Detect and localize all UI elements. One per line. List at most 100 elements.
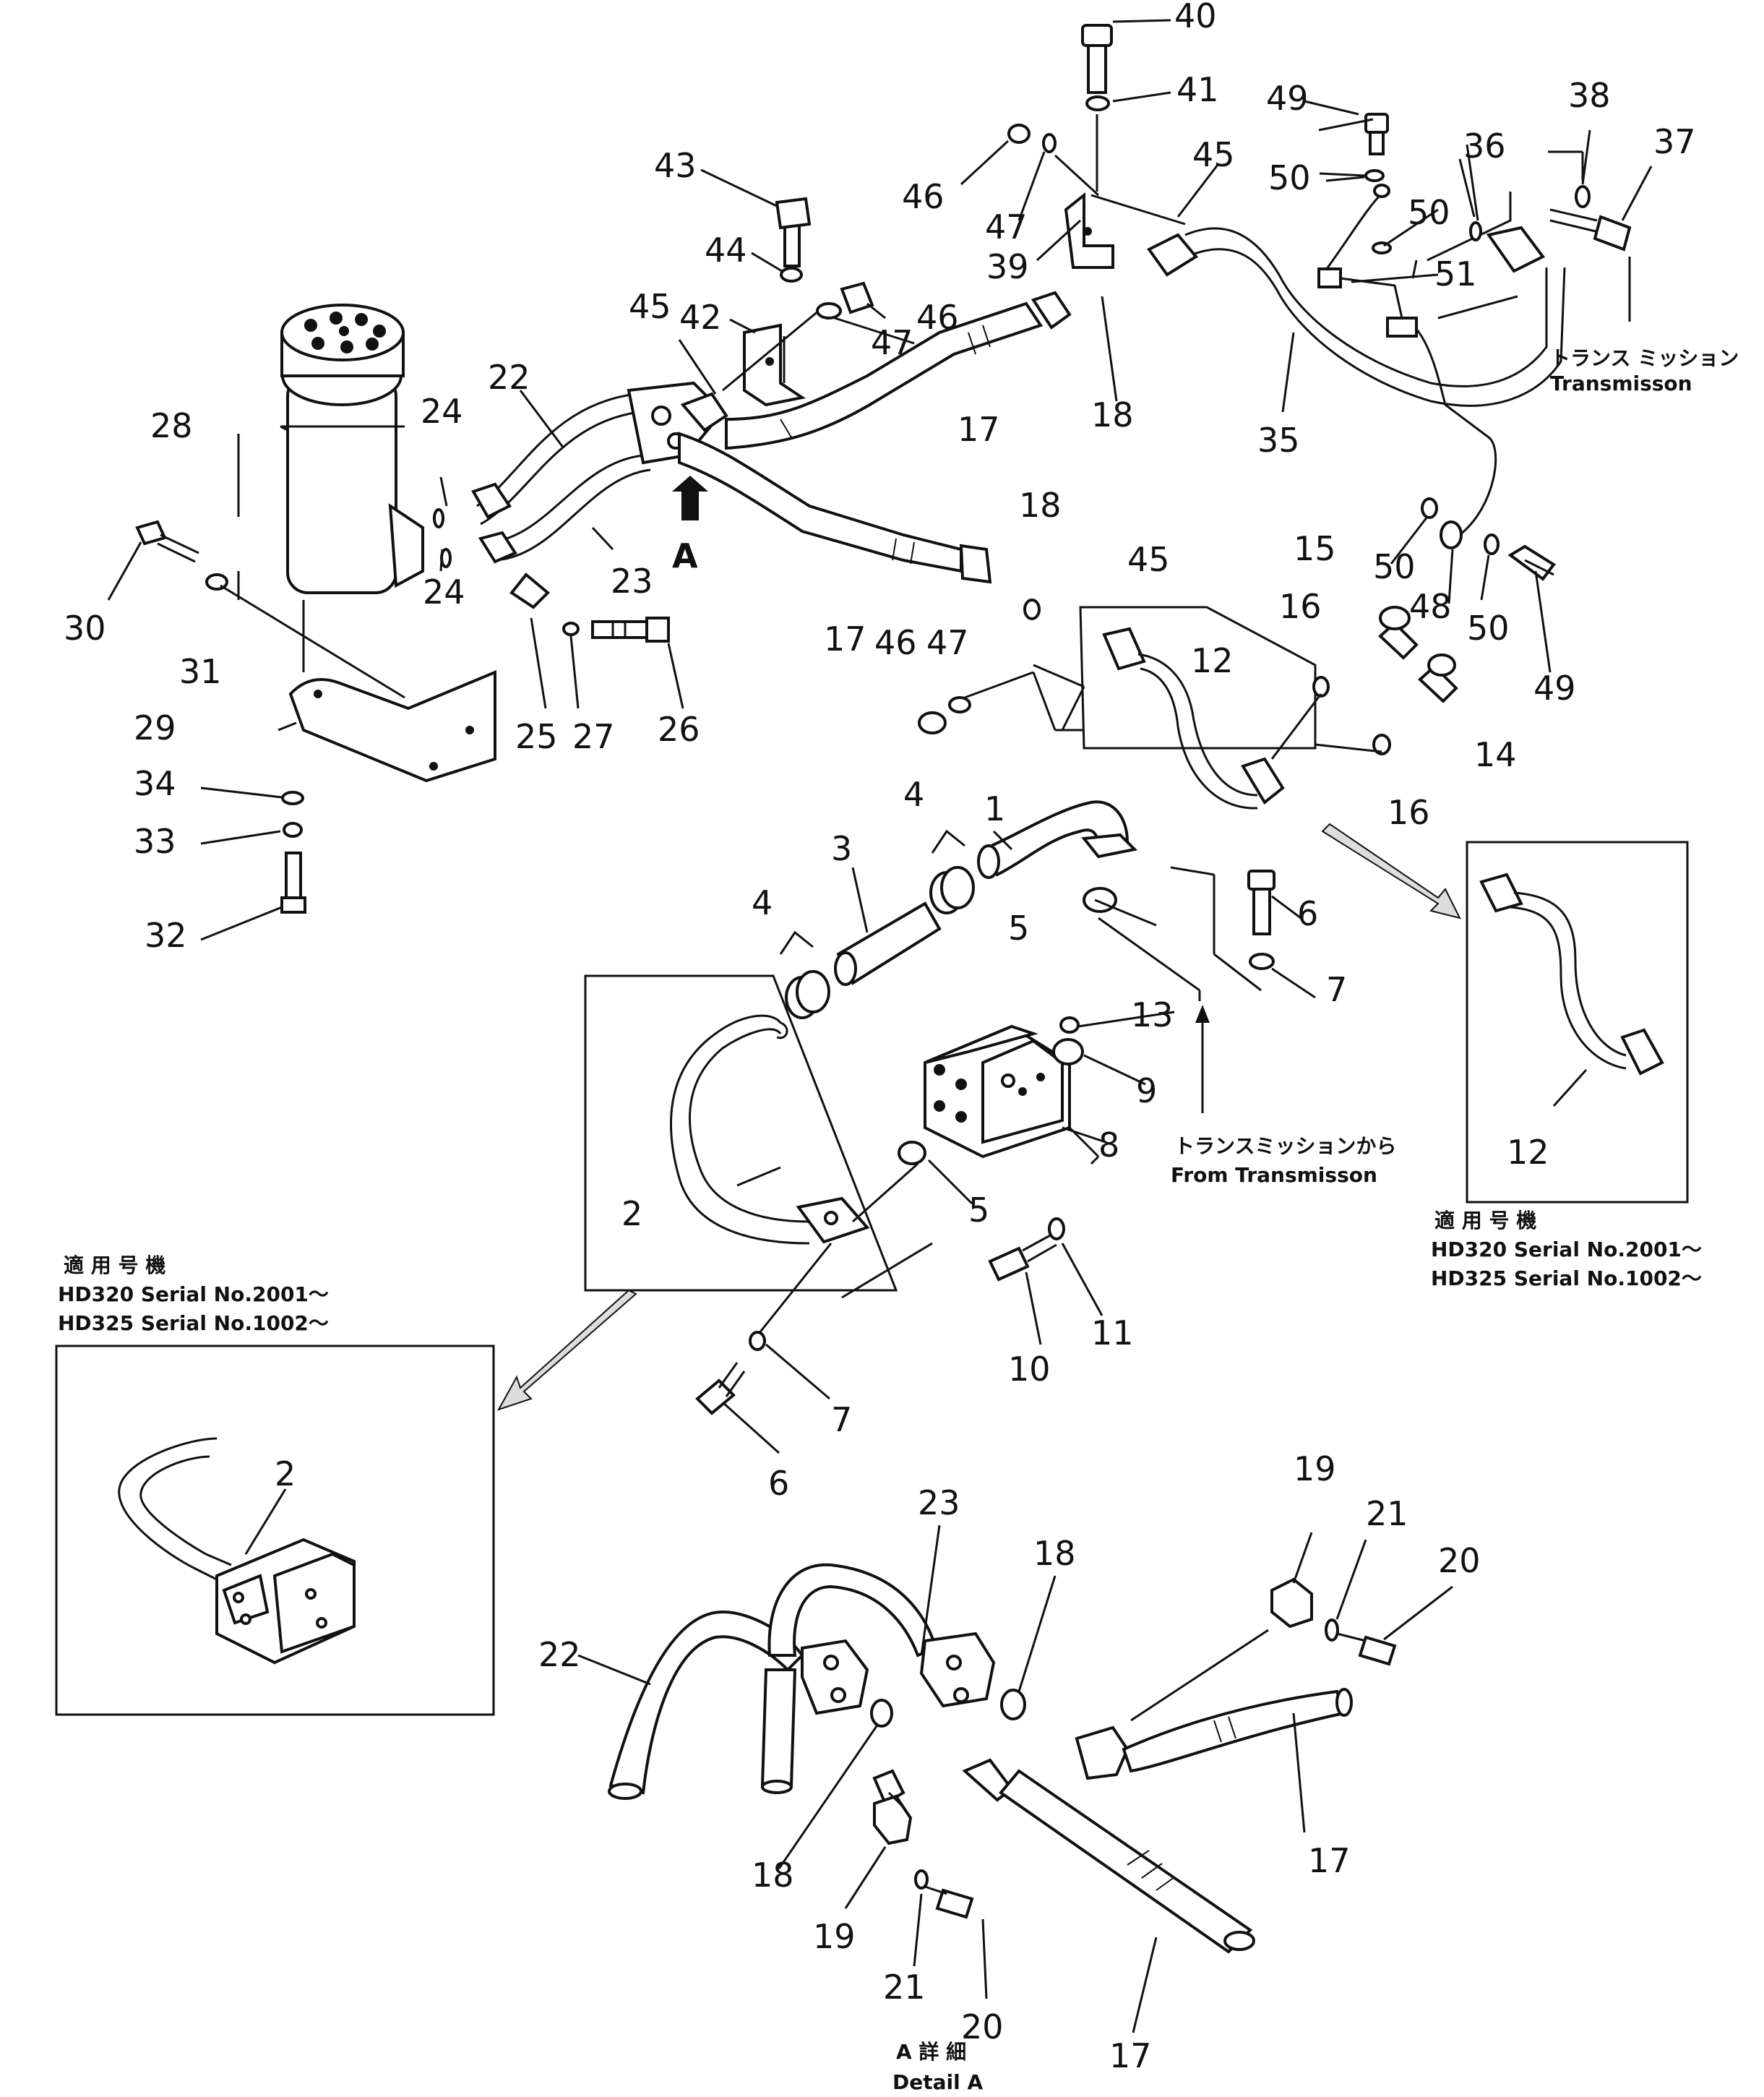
callout-50: 50 bbox=[1373, 547, 1416, 586]
filter-28 bbox=[280, 304, 424, 594]
inset-box-pipe-12 bbox=[1466, 841, 1689, 1204]
callout-38: 38 bbox=[1568, 76, 1611, 115]
callout-29: 29 bbox=[134, 708, 176, 747]
callout-43: 43 bbox=[654, 146, 697, 185]
hatched-arrow-right bbox=[1321, 823, 1461, 919]
callout-3: 3 bbox=[831, 829, 852, 868]
callout-12: 12 bbox=[1507, 1133, 1549, 1172]
callout-5: 5 bbox=[1008, 909, 1029, 948]
callout-47: 47 bbox=[985, 207, 1028, 246]
bolts-upper-right bbox=[1364, 113, 1632, 254]
callout-30: 30 bbox=[64, 609, 106, 648]
elbow-1 bbox=[977, 800, 1138, 879]
bolt-6-washer-7 bbox=[1170, 866, 1275, 992]
callout-19: 19 bbox=[1294, 1449, 1336, 1488]
from-transmission-en: From Transmisson bbox=[1171, 1163, 1377, 1187]
callout-22: 22 bbox=[488, 358, 530, 397]
nut-46-washer-47-mid bbox=[918, 599, 1084, 734]
callout-23: 23 bbox=[611, 562, 653, 601]
callout-27: 27 bbox=[572, 717, 615, 756]
view-arrow-a bbox=[672, 476, 708, 520]
callout-42: 42 bbox=[679, 298, 722, 337]
inset-box-left-pump bbox=[55, 1345, 495, 1716]
callout-12: 12 bbox=[1191, 641, 1234, 680]
callout-31: 31 bbox=[179, 652, 222, 691]
pipes-22-23 bbox=[433, 393, 670, 643]
callout-25: 25 bbox=[515, 717, 558, 756]
callout-19: 19 bbox=[813, 1917, 856, 1956]
callout-17: 17 bbox=[824, 619, 866, 659]
callout-48: 48 bbox=[1409, 587, 1452, 626]
callout-47: 47 bbox=[871, 323, 913, 362]
to-transmission-en: Transmisson bbox=[1550, 372, 1692, 395]
callout-6: 6 bbox=[1297, 894, 1318, 933]
callout-A: A bbox=[672, 536, 698, 575]
callout-2: 2 bbox=[275, 1454, 296, 1493]
to-transmission-jp: トランス ミッション bbox=[1550, 346, 1739, 370]
notes: トランス ミッション Transmisson トランスミッションから From … bbox=[58, 346, 1739, 2094]
clamps-4 bbox=[779, 829, 975, 1019]
callout-46: 46 bbox=[916, 298, 959, 337]
hose-17-lower bbox=[678, 432, 992, 584]
pipe-35 bbox=[1090, 194, 1566, 407]
callout-23: 23 bbox=[918, 1483, 960, 1522]
callout-47: 47 bbox=[926, 623, 969, 662]
callout-45: 45 bbox=[629, 287, 671, 326]
callout-34: 34 bbox=[134, 764, 176, 803]
callout-16: 16 bbox=[1387, 793, 1430, 832]
callout-4: 4 bbox=[752, 883, 773, 922]
from-transmission-arrow bbox=[1098, 917, 1210, 1113]
callout-18: 18 bbox=[1033, 1534, 1076, 1573]
callout-6: 6 bbox=[768, 1464, 789, 1503]
hose-17-upper bbox=[725, 291, 1072, 450]
callout-1: 1 bbox=[984, 789, 1005, 828]
inset-box-pipe-2 bbox=[584, 974, 926, 1415]
callout-45: 45 bbox=[1127, 540, 1170, 579]
callout-49: 49 bbox=[1533, 669, 1576, 708]
callout-24: 24 bbox=[421, 392, 463, 431]
bolts-48-50 bbox=[1421, 497, 1556, 581]
bolts-14-15-16 bbox=[1270, 606, 1458, 760]
callout-41: 41 bbox=[1176, 70, 1219, 109]
applicable-models-jp-right: 適 用 号 機 bbox=[1434, 1209, 1536, 1232]
leader-lines bbox=[200, 19, 1653, 2033]
serial-hd325-left: HD325 Serial No.1002～ bbox=[58, 1311, 329, 1335]
callout-17: 17 bbox=[1109, 2036, 1152, 2075]
callout-20: 20 bbox=[1438, 1541, 1481, 1580]
callout-49: 49 bbox=[1266, 79, 1309, 118]
callout-46: 46 bbox=[874, 623, 917, 662]
callout-7: 7 bbox=[1326, 970, 1347, 1009]
callout-20: 20 bbox=[961, 2007, 1004, 2046]
callout-50: 50 bbox=[1268, 158, 1311, 197]
callout-2: 2 bbox=[621, 1194, 642, 1233]
callout-50: 50 bbox=[1408, 193, 1450, 232]
callout-18: 18 bbox=[1091, 395, 1134, 434]
callout-17: 17 bbox=[1308, 1841, 1351, 1880]
serial-hd320-right: HD320 Serial No.2001～ bbox=[1431, 1238, 1702, 1261]
callout-13: 13 bbox=[1131, 995, 1174, 1034]
callout-46: 46 bbox=[902, 177, 945, 216]
detail-a bbox=[608, 1563, 1397, 1954]
callout-21: 21 bbox=[1366, 1494, 1408, 1533]
callout-32: 32 bbox=[145, 916, 187, 955]
callout-33: 33 bbox=[134, 822, 176, 861]
callout-4: 4 bbox=[903, 775, 924, 814]
callout-50: 50 bbox=[1467, 609, 1510, 648]
callout-17: 17 bbox=[958, 410, 1000, 449]
from-transmission-jp: トランスミッションから bbox=[1174, 1134, 1396, 1158]
hose-3 bbox=[834, 901, 942, 986]
pump-8 bbox=[924, 887, 1117, 1165]
detail-a-jp: A 詳 細 bbox=[896, 2040, 966, 2064]
callout-labels: 40 41 49 38 37 36 45 46 47 39 50 50 51 4… bbox=[64, 0, 1696, 2075]
callout-51: 51 bbox=[1434, 254, 1477, 293]
pipe-12-main bbox=[1033, 606, 1317, 810]
manifold-block bbox=[627, 197, 874, 465]
bracket-39 bbox=[1007, 24, 1114, 269]
callout-24: 24 bbox=[423, 573, 465, 612]
filter-bracket-29 bbox=[288, 670, 496, 783]
callout-10: 10 bbox=[1008, 1350, 1051, 1389]
serial-hd325-right: HD325 Serial No.1002～ bbox=[1431, 1266, 1702, 1290]
callout-11: 11 bbox=[1091, 1313, 1134, 1352]
callout-45: 45 bbox=[1192, 135, 1235, 174]
